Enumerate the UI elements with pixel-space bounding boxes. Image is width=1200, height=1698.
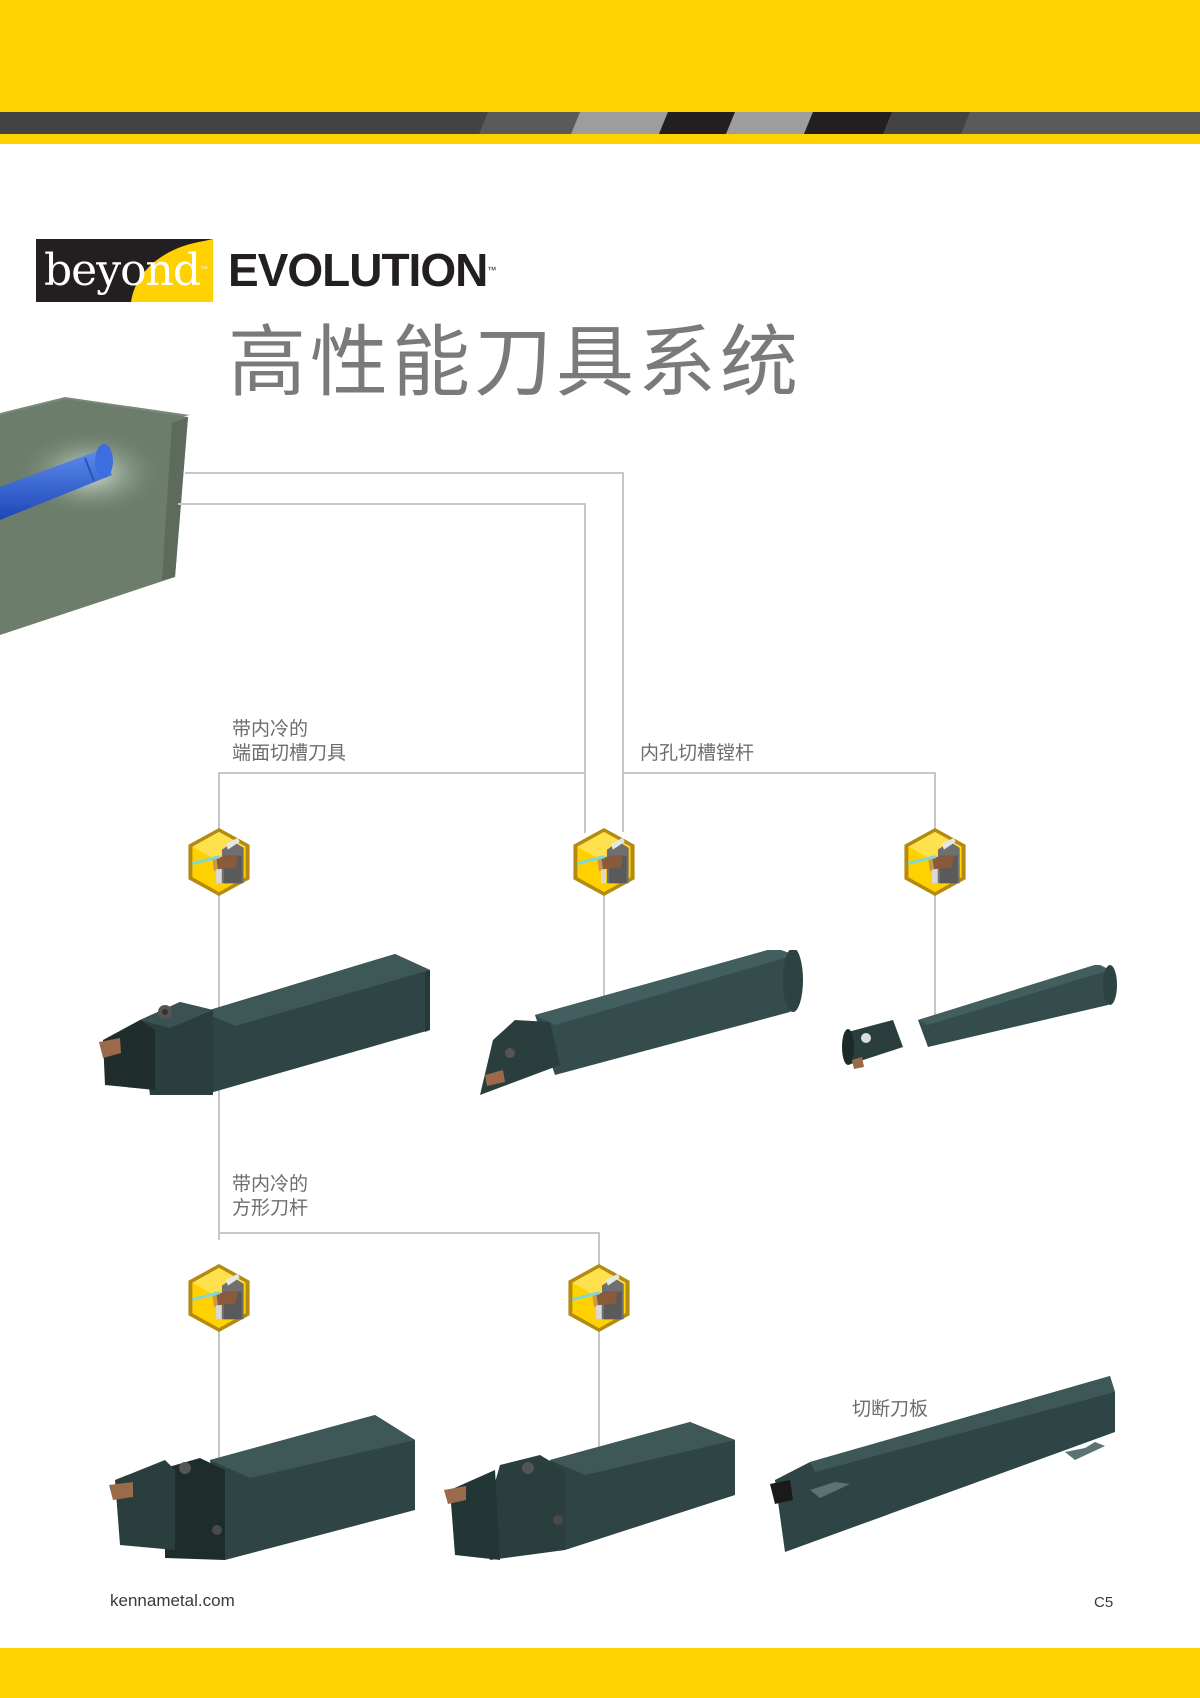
connector-line [934, 772, 936, 832]
evolution-wordmark: EVOLUTION™ [228, 244, 497, 296]
header-yellow-band [0, 0, 1200, 112]
connector-line [218, 1330, 220, 1460]
connector-line [598, 1330, 600, 1455]
label-cut-off-blade: 切断刀板 [852, 1398, 929, 1420]
square-shank-toolholder-b [444, 1422, 735, 1560]
beyond-logo [36, 239, 213, 302]
connector-line [622, 472, 624, 832]
face-grooving-toolholder [99, 954, 430, 1095]
page-number: C5 [1094, 1594, 1114, 1611]
through-coolant-insert-icon [902, 826, 968, 898]
connector-line [598, 1232, 600, 1268]
connector-line [218, 772, 220, 832]
through-coolant-insert-icon [571, 826, 637, 898]
connector-line [603, 895, 605, 1005]
logo-yellow-swoosh [131, 239, 213, 302]
connector-line [218, 1232, 600, 1234]
connector-line [185, 472, 624, 474]
connector-line [934, 895, 936, 1015]
footer-website-link[interactable]: kennametal.com [110, 1591, 235, 1610]
boring-bar-large [480, 950, 803, 1095]
beyond-logo-text: beyond™ [44, 245, 210, 296]
footer-yellow-band [0, 1648, 1200, 1698]
stripe-pattern [0, 112, 1200, 134]
page-title: 高性能刀具系统 [228, 318, 803, 408]
coolant-channel-block-icon [0, 397, 190, 635]
label-square-shank: 带内冷的 方形刀杆 [232, 1173, 309, 1219]
through-coolant-insert-icon [186, 1262, 252, 1334]
connector-line [218, 772, 586, 774]
square-shank-toolholder-a [109, 1415, 415, 1560]
label-face-grooving: 带内冷的 端面切槽刀具 [232, 718, 347, 764]
connector-line [584, 503, 586, 833]
header-yellow-underline [0, 134, 1200, 144]
label-boring-bar: 内孔切槽镗杆 [640, 742, 755, 764]
header-stripe [0, 112, 1200, 134]
cut-off-blade [770, 1376, 1115, 1552]
connector-line [622, 772, 936, 774]
through-coolant-insert-icon [186, 826, 252, 898]
through-coolant-insert-icon [566, 1262, 632, 1334]
connector-line [178, 503, 586, 505]
boring-bar-small [842, 965, 1117, 1069]
